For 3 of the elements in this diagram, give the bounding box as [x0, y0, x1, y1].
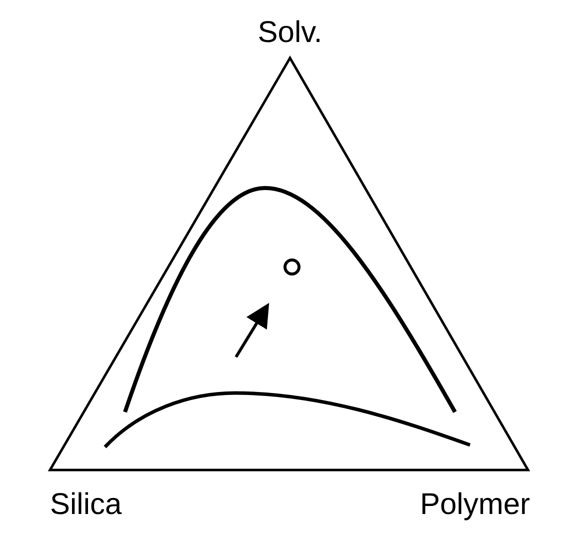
vertex-label: Polymer — [420, 490, 530, 520]
vertex-label: Silica — [50, 490, 122, 520]
vertex-label: Solv. — [258, 18, 322, 48]
